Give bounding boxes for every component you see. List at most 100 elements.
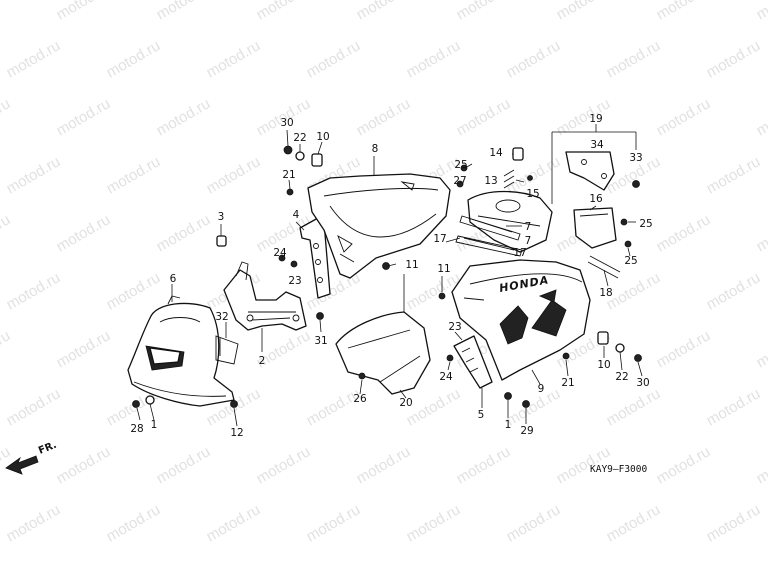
watermark-text: motod.ru <box>654 211 714 255</box>
callout-10-b: 10 <box>597 359 610 371</box>
callout-7: 7 <box>525 221 532 233</box>
watermark-text: motod.ru <box>404 37 464 81</box>
watermark-text: motod.ru <box>154 211 214 255</box>
callout-10: 10 <box>316 131 329 143</box>
watermark-text: motod.ru <box>154 443 214 487</box>
watermark-text: motod.ru <box>104 37 164 81</box>
watermark-text: motod.ru <box>304 37 364 81</box>
callout-33: 33 <box>629 152 642 164</box>
callout-22: 22 <box>293 132 306 144</box>
callout-17-b: 17 <box>513 247 526 259</box>
watermark-text: motod.ru <box>304 269 364 313</box>
watermark-text: motod.ru <box>454 95 514 139</box>
callout-9: 9 <box>538 383 545 395</box>
watermark-text: motod.ru <box>104 153 164 197</box>
callout-1-b: 1 <box>505 419 512 431</box>
watermark-text: motod.ru <box>0 211 13 255</box>
watermark-text: motod.ru <box>104 501 164 545</box>
watermark-text: motod.ru <box>254 443 314 487</box>
watermark-text: motod.ru <box>404 501 464 545</box>
watermark-text: motod.ru <box>54 95 114 139</box>
front-direction-marker: FR. <box>5 440 58 475</box>
watermark-text: motod.ru <box>104 269 164 313</box>
watermark-text: motod.ru <box>304 501 364 545</box>
callout-20: 20 <box>399 397 412 409</box>
callout-32: 32 <box>215 311 228 323</box>
part-fuel-cover <box>467 190 553 253</box>
watermark-text: motod.ru <box>254 0 314 23</box>
watermark-text: motod.ru <box>54 0 114 23</box>
drawing-code: KAY9—F3000 <box>590 464 647 475</box>
callout-11-b: 11 <box>437 263 450 275</box>
watermark-text: motod.ru <box>604 37 664 81</box>
watermark-text: motod.ru <box>704 269 764 313</box>
watermark-text: motod.ru <box>454 443 514 487</box>
callout-7-b: 7 <box>525 235 532 247</box>
watermark-text: motod.ru <box>154 95 214 139</box>
callout-25-b: 25 <box>639 218 652 230</box>
watermark-text: motod.ru <box>354 0 414 23</box>
watermark-text: motod.ru <box>704 501 764 545</box>
watermark-text: motod.ru <box>654 95 714 139</box>
watermark-text: motod.ru <box>554 0 614 23</box>
callout-22-b: 22 <box>615 371 628 383</box>
watermark-text: motod.ru <box>0 0 13 23</box>
watermark-text: motod.ru <box>754 211 768 255</box>
callout-14: 14 <box>489 147 503 159</box>
callout-11: 11 <box>405 259 418 271</box>
watermark-text: motod.ru <box>4 269 64 313</box>
part-mount-plate <box>573 207 617 249</box>
watermark-text: motod.ru <box>4 385 64 429</box>
watermark-text: motod.ru <box>54 327 114 371</box>
callout-4: 4 <box>293 209 300 221</box>
callout-17: 17 <box>433 233 446 245</box>
watermark-text: motod.ru <box>704 37 764 81</box>
watermark-text: motod.ru <box>704 153 764 197</box>
watermark-text: motod.ru <box>4 37 64 81</box>
callout-24-b: 24 <box>439 371 453 383</box>
watermark-text: motod.ru <box>504 37 564 81</box>
part-inner-panel <box>307 173 451 279</box>
watermark-text: motod.ru <box>604 385 664 429</box>
watermark-text: motod.ru <box>0 95 13 139</box>
callout-3: 3 <box>218 211 225 223</box>
callout-24: 24 <box>273 247 287 259</box>
watermark-text: motod.ru <box>704 385 764 429</box>
leader-lines <box>136 124 643 427</box>
watermark-text: motod.ru <box>754 327 768 371</box>
callout-25: 25 <box>454 159 467 171</box>
callout-15: 15 <box>526 188 539 200</box>
callout-13: 13 <box>484 175 497 187</box>
watermark-text: motod.ru <box>754 95 768 139</box>
part-side-cowl <box>451 259 591 381</box>
watermark-text: motod.ru <box>554 95 614 139</box>
watermark-text: motod.ru <box>204 153 264 197</box>
watermark-text: motod.ru <box>354 443 414 487</box>
part-rod-18 <box>587 255 621 279</box>
callout-1: 1 <box>151 419 158 431</box>
watermark-text: motod.ru <box>154 0 214 23</box>
callout-23: 23 <box>288 275 301 287</box>
callout-29: 29 <box>520 425 533 437</box>
callout-28: 28 <box>130 423 143 435</box>
callout-2: 2 <box>259 355 266 367</box>
watermark-text: motod.ru <box>504 501 564 545</box>
callout-31: 31 <box>314 335 327 347</box>
callout-21-b: 21 <box>561 377 574 389</box>
front-label: FR. <box>37 440 58 457</box>
watermark-text: motod.ru <box>4 153 64 197</box>
watermark-text: motod.ru <box>604 501 664 545</box>
part-bracket-32 <box>215 335 239 365</box>
watermark-layer: motod.ru motod.ru motod.ru motod.ru motod.ru… <box>0 0 768 545</box>
watermark-text: motod.ru <box>504 385 564 429</box>
callout-6: 6 <box>170 273 177 285</box>
watermark-text: motod.ru <box>654 0 714 23</box>
callout-18: 18 <box>599 287 612 299</box>
watermark-text: motod.ru <box>204 501 264 545</box>
watermark-text: motod.ru <box>354 95 414 139</box>
callout-25-c: 25 <box>624 255 637 267</box>
watermark-text: motod.ru <box>654 443 714 487</box>
part-top-bracket <box>565 151 615 191</box>
